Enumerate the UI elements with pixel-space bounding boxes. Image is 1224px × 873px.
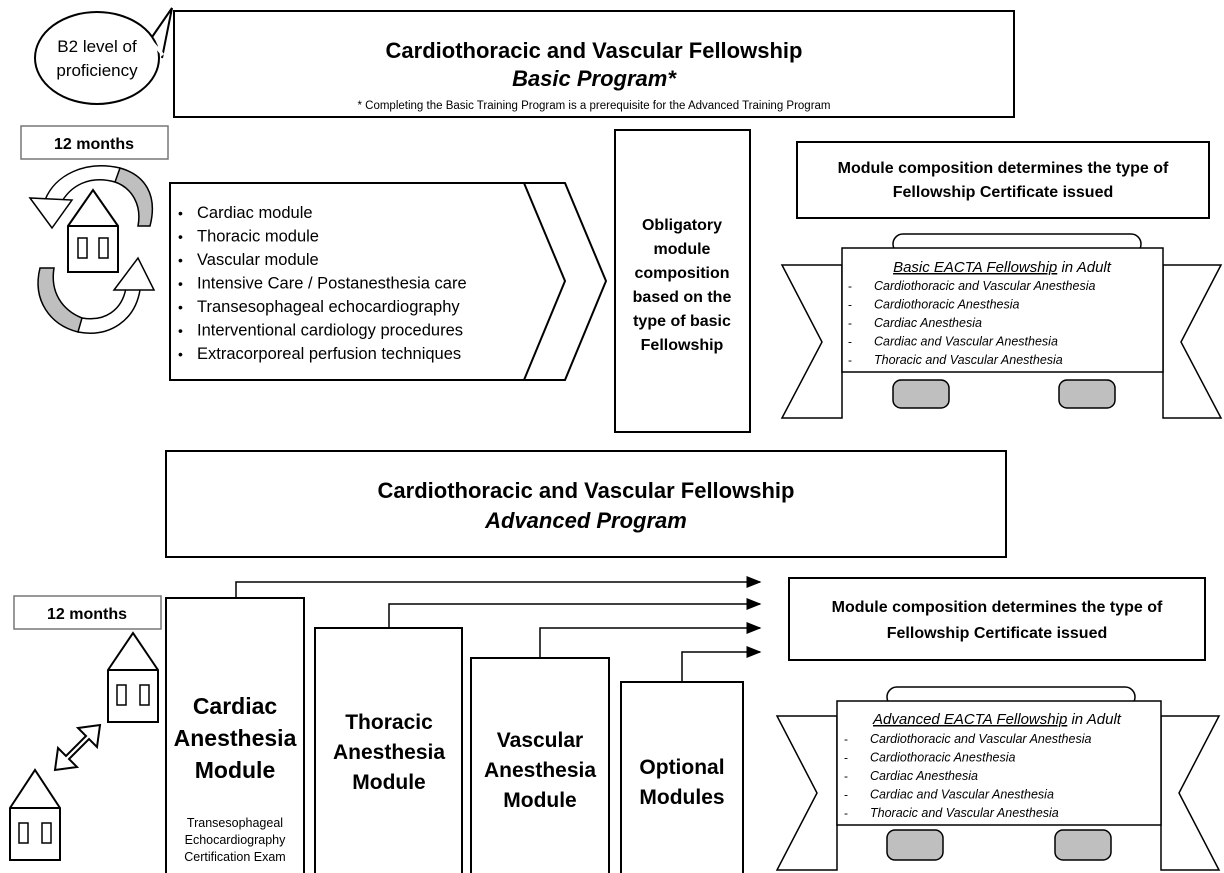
composition-note-basic-line-2: Fellowship Certificate issued: [893, 184, 1114, 201]
advanced-certificate-title: Advanced EACTA Fellowship: [872, 711, 1067, 728]
module-title-line: Module: [195, 757, 276, 783]
bubble-line-1: B2 level of: [57, 37, 137, 56]
certificate-item: Thoracic and Vascular Anesthesia: [874, 353, 1063, 367]
bullet-icon: •: [178, 205, 183, 221]
list-dash: -: [848, 353, 852, 367]
bullet-icon: •: [178, 252, 183, 268]
advanced-certificate-title-suffix: in Adult: [1067, 711, 1121, 728]
basic-module-item: Extracorporeal perfusion techniques: [197, 345, 461, 363]
advanced-header-subtitle: Advanced Program: [484, 508, 687, 533]
speech-bubble: B2 level of proficiency: [34, 7, 173, 105]
module-note-line: Transesophageal: [187, 816, 283, 830]
list-dash: -: [844, 751, 848, 765]
composition-note-basic: Module composition determines the type o…: [796, 141, 1210, 219]
house-icon: [107, 631, 159, 723]
module-title-line: Modules: [639, 786, 724, 809]
basic-certificate-heading: Basic EACTA Fellowship in Adult: [893, 259, 1112, 276]
basic-module-item: Intensive Care / Postanesthesia care: [197, 275, 467, 293]
double-arrow-icon: [53, 723, 102, 772]
composition-note-advanced: Module composition determines the type o…: [788, 577, 1206, 661]
bullet-icon: •: [178, 346, 183, 362]
advanced-certificate-heading: Advanced EACTA Fellowship in Adult: [872, 711, 1122, 728]
basic-header-footnote: * Completing the Basic Training Program …: [357, 100, 830, 112]
certificate-item: Cardiothoracic Anesthesia: [874, 298, 1019, 312]
list-dash: -: [844, 769, 848, 783]
bullet-icon: •: [178, 229, 183, 245]
bubble-line-2: proficiency: [56, 61, 138, 80]
obligatory-line: module: [654, 241, 711, 258]
advanced-program-header: Cardiothoracic and Vascular Fellowship A…: [165, 450, 1007, 558]
bullet-icon: •: [178, 276, 183, 292]
house-icon: [9, 768, 61, 861]
certificate-item: Cardiothoracic and Vascular Anesthesia: [874, 279, 1095, 293]
certificate-item: Cardiac and Vascular Anesthesia: [874, 335, 1058, 349]
composition-note-basic-line-1: Module composition determines the type o…: [838, 160, 1169, 177]
obligatory-line: Obligatory: [642, 217, 722, 234]
bullet-icon: •: [178, 323, 183, 339]
obligatory-line: type of basic: [633, 313, 731, 330]
module-title-line: Module: [352, 771, 426, 794]
module-connector-arrows: [235, 576, 762, 682]
advanced-duration-label: 12 months: [13, 595, 162, 630]
module-title-line: Vascular: [497, 729, 583, 752]
advanced-certificate-ribbon: Advanced EACTA Fellowship in Adult - Card…: [775, 686, 1221, 871]
basic-program-header: Cardiothoracic and Vascular Fellowship B…: [173, 10, 1015, 118]
module-title-line: Cardiac: [193, 693, 278, 719]
basic-certificate-title-suffix: in Adult: [1057, 259, 1111, 276]
basic-duration-label: 12 months: [20, 125, 169, 160]
obligatory-composition-box: Obligatory module composition based on the t…: [614, 129, 751, 433]
certificate-item: Cardiac Anesthesia: [874, 316, 982, 330]
module-title-line: Module: [503, 789, 577, 812]
obligatory-line: based on the: [633, 289, 732, 306]
list-dash: -: [844, 732, 848, 746]
basic-modules-list: • Cardiac module • Thoracic module • Vascular…: [169, 182, 608, 381]
module-note-line: Certification Exam: [184, 850, 285, 864]
list-dash: -: [848, 279, 852, 293]
basic-header-title: Cardiothoracic and Vascular Fellowship: [386, 38, 803, 63]
module-title-line: Anesthesia: [484, 759, 596, 782]
basic-certificate-ribbon: Basic EACTA Fellowship in Adult - Cardiot…: [780, 233, 1223, 419]
certificate-item: Cardiothoracic and Vascular Anesthesia: [870, 732, 1091, 746]
obligatory-line: composition: [634, 265, 729, 282]
list-dash: -: [844, 806, 848, 820]
list-dash: -: [848, 335, 852, 349]
certificate-item: Cardiac and Vascular Anesthesia: [870, 788, 1054, 802]
module-title-line: Anesthesia: [333, 741, 445, 764]
list-dash: -: [848, 298, 852, 312]
certificate-item: Cardiac Anesthesia: [870, 769, 978, 783]
list-dash: -: [844, 788, 848, 802]
basic-module-item: Transesophageal echocardiography: [197, 298, 460, 316]
cycle-arrows-icon: [28, 165, 156, 334]
basic-module-item: Vascular module: [197, 251, 319, 269]
obligatory-line: Fellowship: [641, 337, 724, 354]
advanced-module-cardiac: CardiacAnesthesiaModuleTransesophagealEc…: [165, 597, 305, 873]
composition-note-advanced-line-1: Module composition determines the type o…: [832, 599, 1163, 616]
list-dash: -: [848, 316, 852, 330]
module-title-line: Anesthesia: [174, 725, 297, 751]
bullet-icon: •: [178, 299, 183, 315]
composition-note-advanced-line-2: Fellowship Certificate issued: [887, 625, 1108, 642]
certificate-item: Thoracic and Vascular Anesthesia: [870, 806, 1059, 820]
basic-module-item: Thoracic module: [197, 228, 319, 246]
module-title-line: Optional: [639, 756, 724, 779]
house-icon: [67, 188, 119, 273]
module-title-line: Thoracic: [345, 711, 433, 734]
module-note-line: Echocardiography: [185, 833, 287, 847]
certificate-item: Cardiothoracic Anesthesia: [870, 751, 1015, 765]
advanced-duration-text: 12 months: [47, 606, 127, 623]
advanced-header-title: Cardiothoracic and Vascular Fellowship: [378, 478, 795, 503]
basic-certificate-title: Basic EACTA Fellowship: [893, 259, 1057, 276]
basic-duration-text: 12 months: [54, 136, 134, 153]
basic-module-item: Cardiac module: [197, 204, 313, 222]
basic-header-subtitle: Basic Program*: [512, 66, 677, 91]
basic-module-item: Interventional cardiology procedures: [197, 322, 463, 340]
